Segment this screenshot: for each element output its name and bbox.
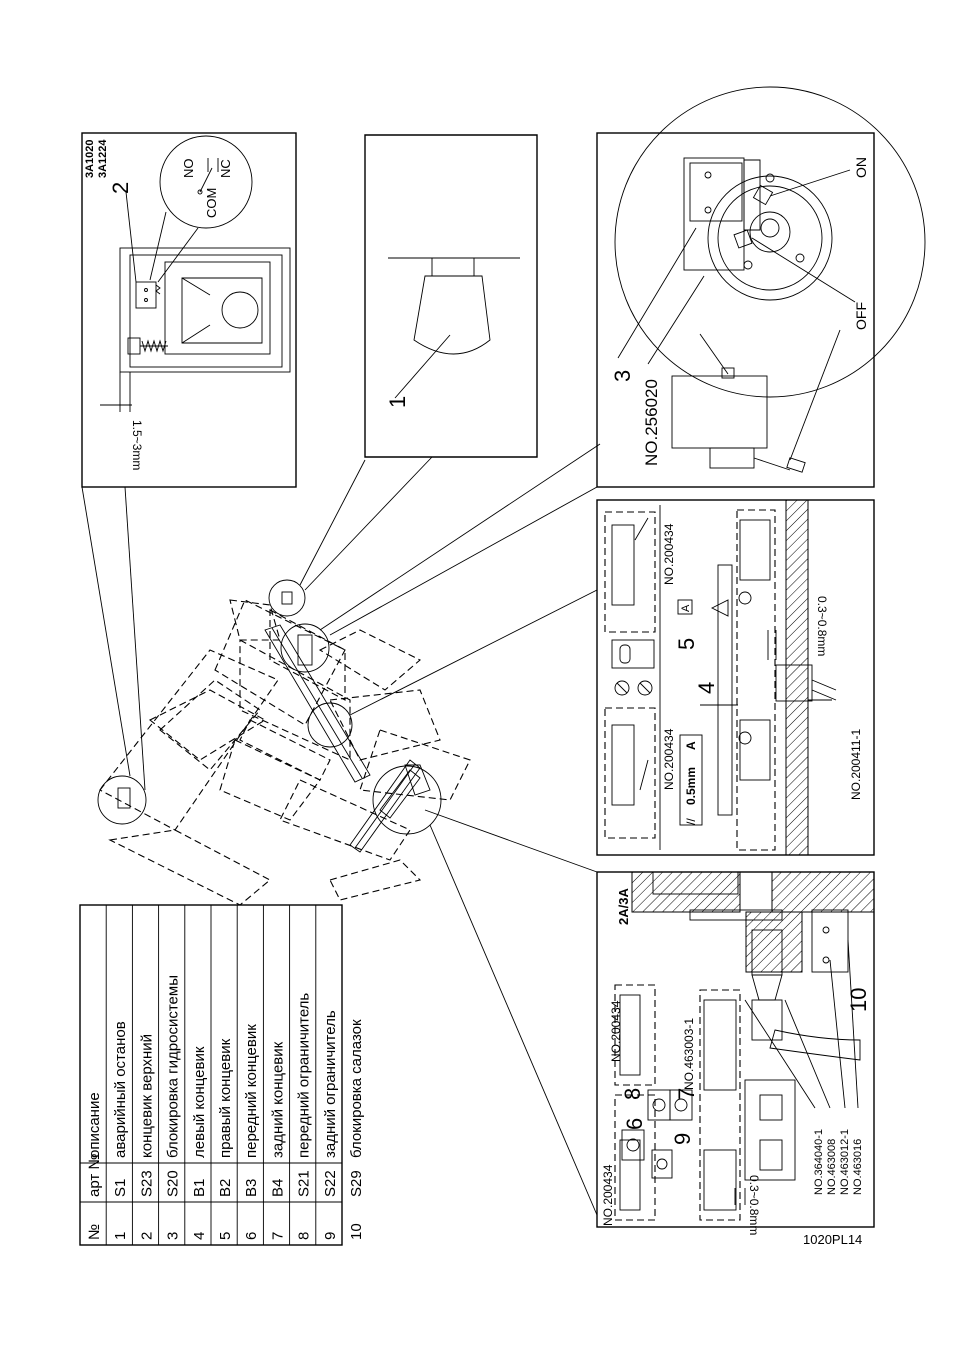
hydraulic-part-no: NO.256020 (642, 379, 661, 466)
detail-upper-switch: 3A1020 3A1224 2 NO NC COM 1.5~3mm (81, 132, 297, 488)
table-header-cell: описание (86, 1092, 103, 1158)
switch-com-label: COM (204, 188, 219, 218)
stopper-gap-label: 0.3~0.8mm (747, 1175, 761, 1235)
table-cell: блокировка салазок (348, 1019, 365, 1158)
table-cell: S29 (348, 1170, 365, 1197)
table-cell: 7 (269, 1232, 286, 1240)
stopper-part-number: NO.463012-1 (839, 1129, 851, 1195)
callout-7: 7 (674, 1088, 699, 1100)
off-label: OFF (853, 302, 869, 330)
callout-8: 8 (620, 1088, 645, 1100)
datum-label: A (680, 604, 692, 612)
callout-1: 1 (385, 396, 410, 408)
table-cell: B1 (191, 1179, 208, 1197)
callout-2: 2 (108, 182, 133, 194)
figure-code: 1020PL14 (803, 1232, 862, 1247)
model-label-b: 3A1224 (97, 139, 109, 178)
tolerance-symbol: // (684, 818, 698, 825)
variant-label: 2A/3A (616, 888, 631, 925)
detail-hydraulic-lock: 3 NO.256020 ON OFF (596, 86, 926, 488)
stopper-part-top: NO.200434 (609, 1000, 623, 1062)
table-cell: 6 (243, 1232, 260, 1240)
detail-stoppers: NO.200434 NO.463003-1 NO.200434 0.3~0.8m… (596, 871, 875, 1235)
callout-10: 10 (846, 988, 871, 1012)
stopper-part-left: NO.200434 (601, 1164, 615, 1226)
callout-5: 5 (674, 638, 699, 650)
table-cell: S20 (165, 1170, 182, 1197)
tolerance-value: 0.5mm (684, 767, 698, 805)
table-cell: B2 (217, 1179, 234, 1197)
on-label: ON (853, 157, 869, 178)
table-cell: передний ограничитель (296, 993, 313, 1158)
table-cell: концевик верхний (138, 1034, 155, 1158)
model-label-a: 3A1020 (84, 139, 96, 178)
machine-isometric (81, 443, 601, 1216)
table-cell: левый концевик (191, 1046, 208, 1158)
switch-nc-label: NC (218, 159, 233, 178)
table-cell: аварийный останов (112, 1021, 129, 1158)
table-cell: 10 (348, 1223, 365, 1240)
detail-emergency-stop: 1 (364, 134, 538, 458)
table-cell: 9 (322, 1232, 339, 1240)
sensor-part-c: NO.200411-1 (849, 729, 863, 800)
table-cell: 5 (217, 1232, 234, 1240)
gap-label-upper: 1.5~3mm (130, 420, 144, 470)
sensor-part-a: NO.200434 (662, 523, 676, 585)
tolerance-datum: A (684, 741, 698, 750)
callout-3: 3 (610, 370, 635, 382)
sensor-gap-label: 0.3~0.8mm (815, 596, 829, 656)
table-cell: блокировка гидросистемы (165, 975, 182, 1158)
table-cell: передний концевик (243, 1024, 260, 1158)
sensor-part-b: NO.200434 (662, 728, 676, 790)
callout-6: 6 (622, 1118, 647, 1130)
table-cell: S1 (112, 1179, 129, 1197)
stopper-part-number: NO.463016 (852, 1139, 864, 1195)
detail-limit-sensors: NO.200434 NO.200434 NO.200411-1 4 5 0.3~… (596, 499, 875, 856)
parts-table (79, 904, 343, 1246)
table-cell: 1 (112, 1232, 129, 1240)
stopper-part-number: NO.463008 (826, 1139, 838, 1195)
table-cell: 3 (165, 1232, 182, 1240)
stopper-part-number: NO.364040-1 (813, 1129, 825, 1195)
table-cell: 8 (296, 1232, 313, 1240)
table-cell: 2 (138, 1232, 155, 1240)
table-header-cell: № (86, 1224, 103, 1240)
table-header-cell: арт № (86, 1154, 103, 1197)
callout-9: 9 (670, 1133, 695, 1145)
table-cell: S23 (138, 1170, 155, 1197)
table-cell: задний ограничитель (322, 1010, 339, 1158)
table-cell: задний концевик (269, 1041, 286, 1158)
table-cell: S22 (322, 1170, 339, 1197)
table-cell: S21 (296, 1170, 313, 1197)
callout-4: 4 (694, 682, 719, 694)
table-cell: правый концевик (217, 1038, 234, 1158)
table-cell: B4 (269, 1179, 286, 1197)
table-cell: 4 (191, 1232, 208, 1240)
table-cell: B3 (243, 1179, 260, 1197)
stopper-part-mid: NO.463003-1 (682, 1018, 696, 1090)
switch-no-label: NO (181, 159, 196, 179)
